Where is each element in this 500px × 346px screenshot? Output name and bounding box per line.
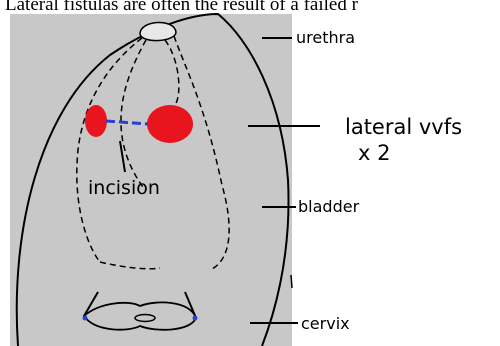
edge-tick bbox=[291, 275, 292, 288]
urethral-opening bbox=[140, 22, 176, 40]
cervix-mark-left bbox=[83, 316, 88, 321]
label-lateral-vvfs: lateral vvfs bbox=[345, 115, 462, 139]
caption-text: Lateral fistulas are often the result of… bbox=[5, 0, 359, 15]
cervix-mark-right bbox=[193, 316, 198, 321]
label-bladder: bladder bbox=[298, 197, 360, 216]
fistula-right bbox=[147, 105, 193, 143]
label-urethra: urethra bbox=[296, 28, 355, 47]
fistula-left bbox=[85, 105, 107, 137]
label-incision: incision bbox=[88, 177, 160, 199]
label-cervix: cervix bbox=[301, 314, 350, 333]
label-lateral-vvfs-count: x 2 bbox=[358, 141, 390, 165]
